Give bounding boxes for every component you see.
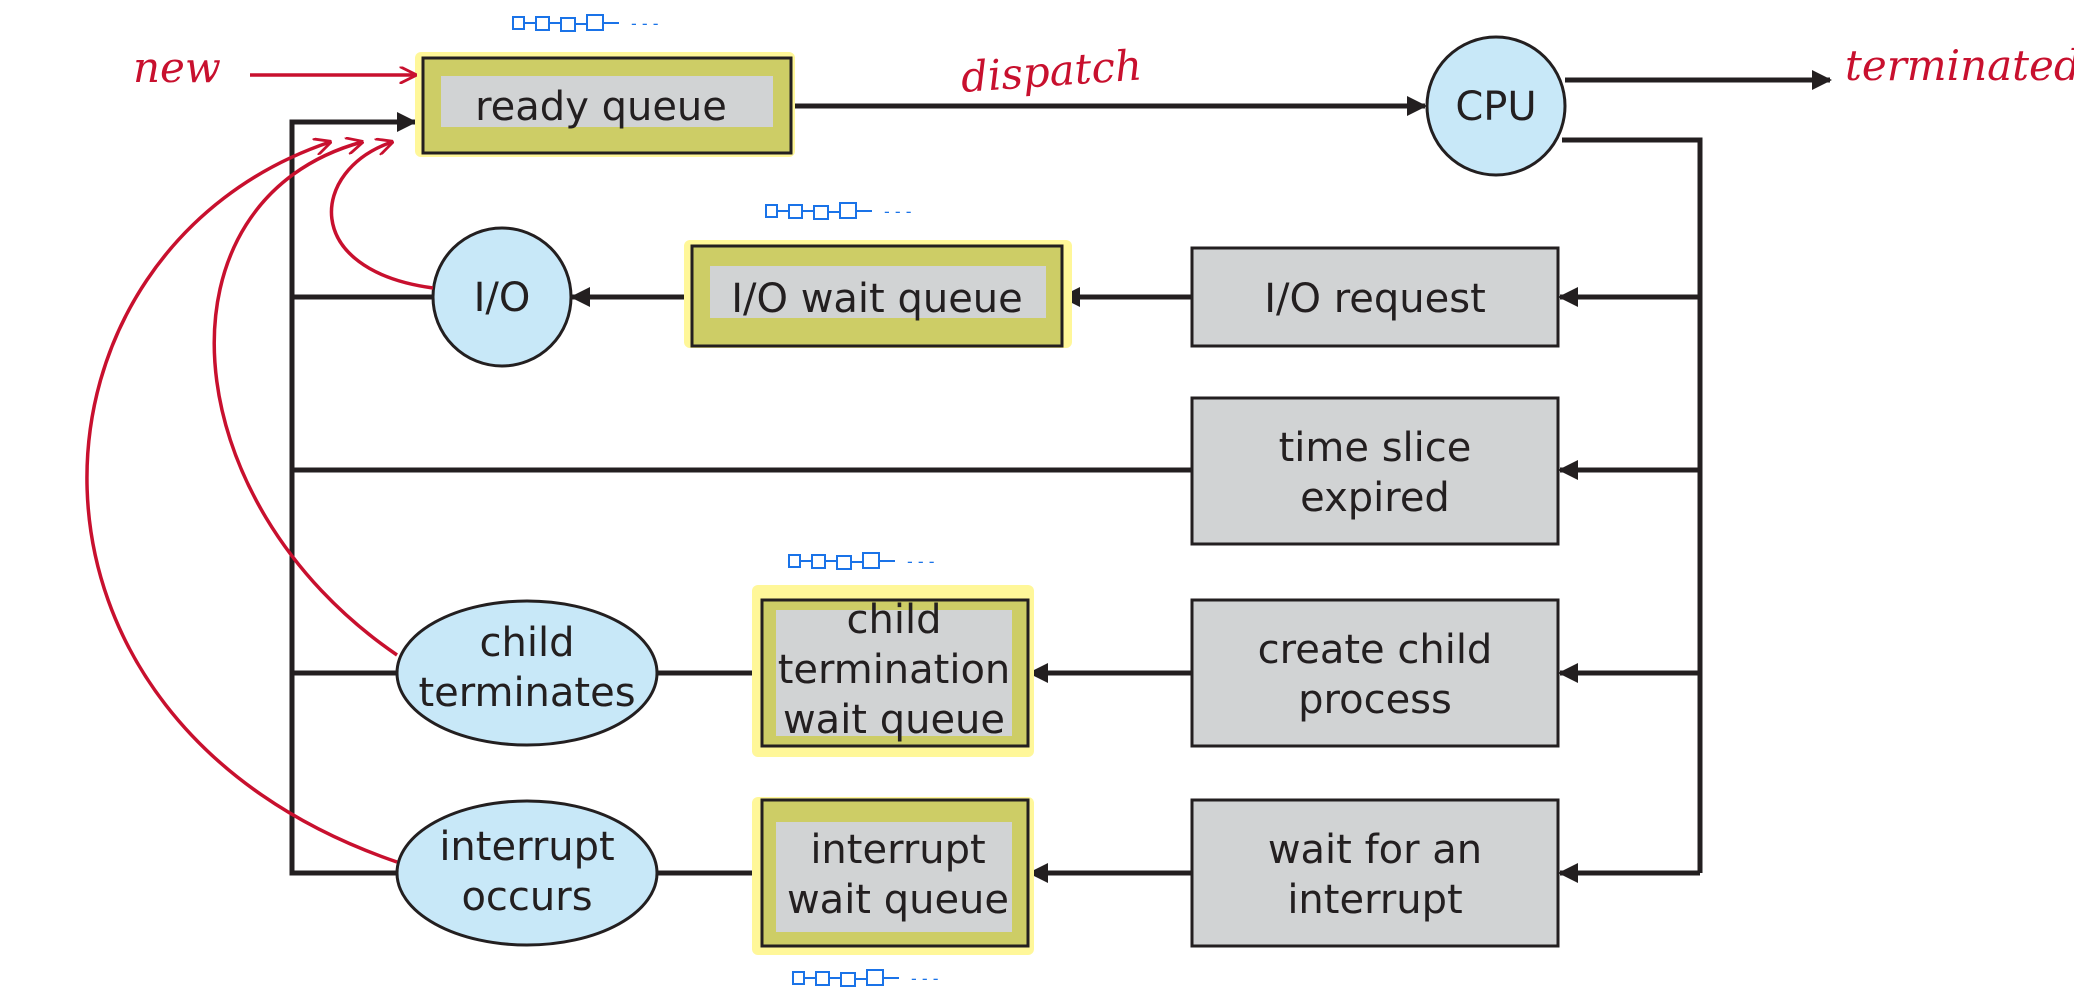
create-child-box: create child process	[1190, 598, 1560, 748]
io-request-box: I/O request	[1190, 246, 1560, 348]
io-label: I/O	[474, 275, 531, 321]
child-wait-label-3: wait queue	[783, 697, 1005, 743]
create-child-label-1: create child	[1258, 627, 1493, 673]
io-wait-queue-label: I/O wait queue	[731, 276, 1023, 322]
io-return-curve	[329, 142, 434, 290]
io-request-label: I/O request	[1264, 276, 1486, 322]
cpu-node: CPU	[1425, 35, 1567, 177]
wait-interrupt-label-1: wait for an	[1268, 827, 1482, 873]
wait-interrupt-box: wait for an interrupt	[1190, 798, 1560, 948]
queue-sketch-ready: - - -	[512, 14, 659, 33]
interrupt-occurs-node: interrupt occurs	[395, 799, 659, 947]
connectors	[289, 70, 1832, 883]
queue-sketch-interrupt: - - -	[792, 969, 939, 988]
time-slice-label-1: time slice	[1279, 425, 1472, 471]
wait-interrupt-label-2: interrupt	[1287, 877, 1462, 923]
queue-sketch-child: - - -	[788, 552, 935, 571]
ready-queue: ready queue	[415, 52, 795, 157]
dispatch-annotation: dispatch	[959, 40, 1143, 102]
queue-sketches: - - - - - - - - - - - -	[512, 14, 939, 988]
create-child-label-2: process	[1298, 677, 1452, 723]
interrupt-wait-queue: interrupt wait queue	[752, 797, 1034, 955]
queue-dots-io: - - -	[884, 202, 912, 221]
queue-sketch-io: - - -	[765, 202, 912, 221]
child-return-curve	[212, 142, 398, 657]
child-wait-label-2: termination	[778, 647, 1011, 693]
new-annotation: new	[133, 43, 221, 92]
time-slice-label-2: expired	[1300, 475, 1450, 521]
interrupt-occurs-label-1: interrupt	[439, 824, 614, 870]
terminated-annotation: terminated	[1845, 41, 2074, 90]
queue-dots-interrupt: - - -	[911, 969, 939, 988]
red-annotations: new dispatch terminated	[85, 40, 2074, 864]
child-termination-wait-queue: child termination wait queue	[752, 585, 1034, 757]
child-terminates-label-1: child	[480, 620, 575, 666]
io-wait-queue: I/O wait queue	[684, 240, 1072, 348]
interrupt-wait-label-1: interrupt	[810, 827, 985, 873]
queue-dots-child: - - -	[907, 552, 935, 571]
cpu-label: CPU	[1455, 84, 1536, 130]
io-node: I/O	[431, 226, 573, 368]
interrupt-wait-label-2: wait queue	[787, 877, 1009, 923]
interrupt-return-curve	[85, 142, 398, 864]
child-terminates-node: child terminates	[395, 599, 659, 747]
child-terminates-label-2: terminates	[418, 670, 635, 716]
queue-dots-ready: - - -	[631, 14, 659, 33]
interrupt-occurs-label-2: occurs	[461, 874, 592, 920]
ready-queue-label: ready queue	[475, 84, 727, 130]
time-slice-box: time slice expired	[1190, 396, 1560, 546]
child-wait-label-1: child	[847, 597, 942, 643]
